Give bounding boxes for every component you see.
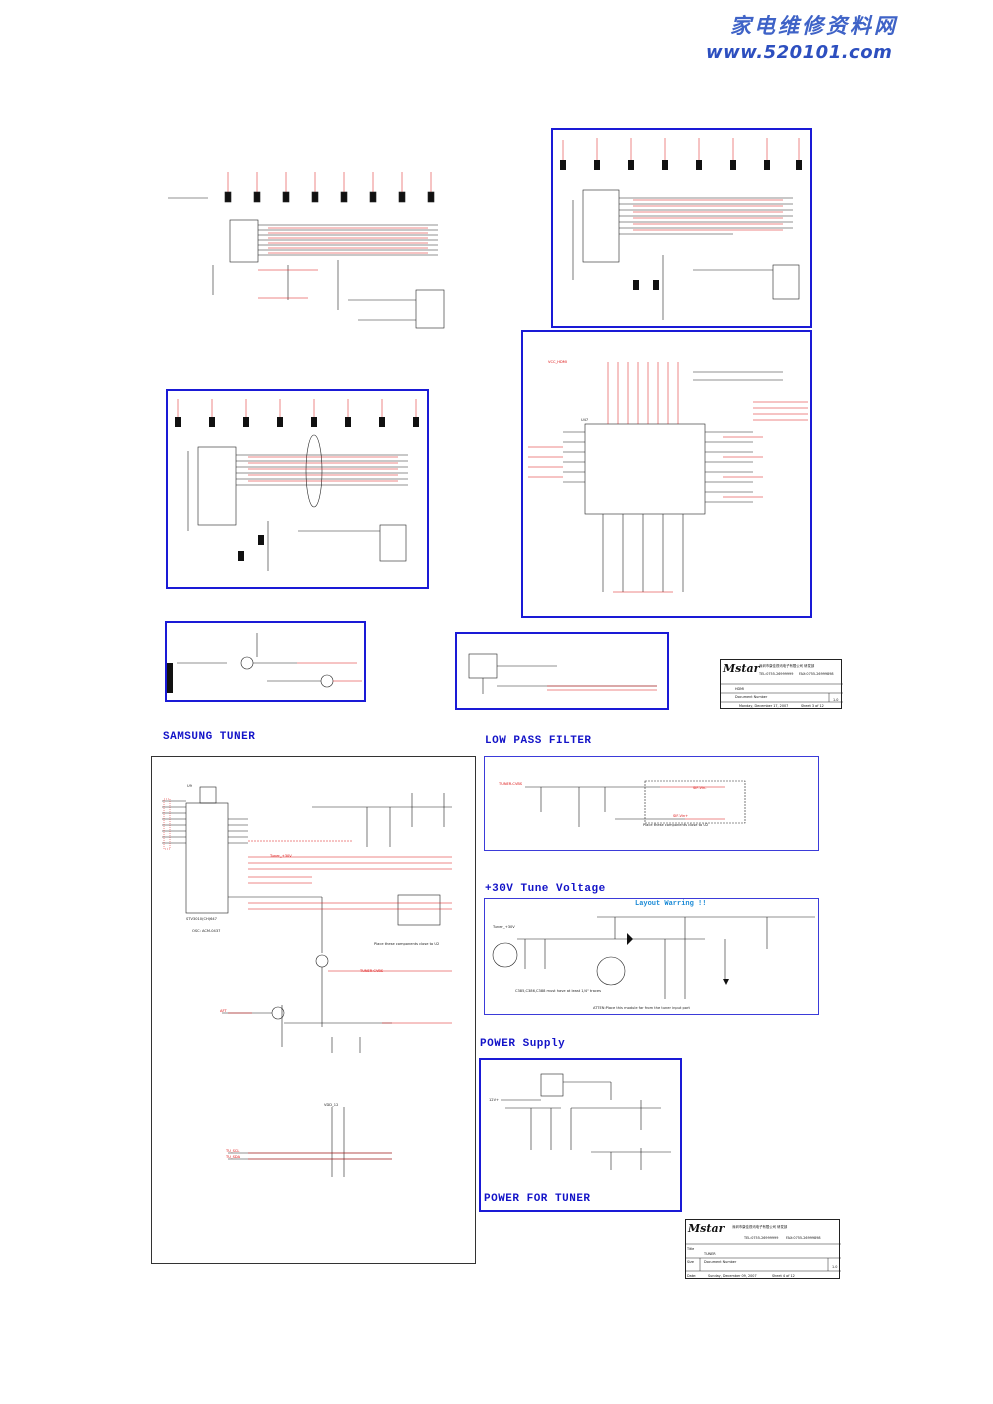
logo-mstar: Mstar bbox=[723, 662, 760, 675]
low-pass-filter-frame: TUNER-CVBS SIF-Vin- SIF-Vin+ Place these… bbox=[484, 756, 819, 851]
esd-diode bbox=[398, 191, 406, 203]
title-block-sheet: Sheet 3 of 12 bbox=[801, 704, 824, 708]
label-vcc-hdmi: VCC_HDMI bbox=[548, 360, 567, 364]
title-block-2-fax: FAX:0755-26999898 bbox=[786, 1236, 821, 1240]
label-tuner-cvbs: TUNER-CVBS bbox=[499, 782, 523, 786]
title-block-2-doc-label: Document Number bbox=[704, 1260, 737, 1264]
hdmi-connector-b-frame bbox=[551, 128, 812, 328]
label-tuner-part: STV3010(CH)647 bbox=[186, 917, 217, 921]
label-aft: AFT bbox=[220, 1009, 227, 1013]
hotplug-circuit-frame bbox=[165, 621, 366, 702]
title-block-2-rev: 1.0 bbox=[832, 1265, 838, 1269]
title-block-fax: FAX:0755-26999898 bbox=[799, 672, 834, 676]
esd-diode bbox=[340, 191, 348, 203]
samsung-tuner-frame: U9 STV3010(CH)647 OSC: ACM-0437 Tuner_+3… bbox=[151, 756, 476, 1264]
logo-mstar-2: Mstar bbox=[688, 1222, 725, 1235]
esd-diode bbox=[224, 191, 232, 203]
heading-tune-voltage: +30V Tune Voltage bbox=[485, 883, 606, 895]
heading-low-pass-filter: LOW PASS FILTER bbox=[485, 735, 592, 747]
label-tuner-30v-in: Tuner_+30V bbox=[493, 925, 515, 929]
label-tu-sda: TU_SDA bbox=[226, 1155, 241, 1159]
title-block-hdmi: Mstar 深圳市康佳视讯电子有限公司 研发部 TEL:0755-2699999… bbox=[720, 659, 843, 709]
hdmi-receiver-ic-frame: U47 VCC_HDMI bbox=[521, 330, 812, 618]
layout-warning: Layout Warring !! bbox=[635, 900, 707, 908]
title-block-doc-label: Document Number bbox=[735, 695, 768, 699]
note-place-far-tuner: ATTEN:Place this module far from the tun… bbox=[593, 1006, 690, 1010]
title-block-date: Monday, December 17, 2007 bbox=[739, 704, 789, 708]
title-block-tuner: Mstar 深圳市康佳视讯电子有限公司 研发部 TEL:0755-2699999… bbox=[685, 1219, 841, 1279]
label-u9: U9 bbox=[187, 784, 192, 788]
watermark-chinese: 家电维修资料网 bbox=[730, 13, 898, 38]
tune-voltage-frame: Layout Warring !! Tuner_+30V C385,C386,C… bbox=[484, 898, 819, 1015]
esd-diode bbox=[253, 191, 261, 203]
title-block-2-company: 深圳市康佳视讯电子有限公司 研发部 bbox=[732, 1225, 788, 1229]
esd-diode bbox=[311, 191, 319, 203]
regulator-circuit-frame bbox=[455, 632, 669, 710]
heading-power-supply: POWER Supply bbox=[480, 1038, 566, 1050]
title-block-2-title: TUNER bbox=[704, 1252, 716, 1256]
note-place-close-tuner: Place these components close to U2 bbox=[643, 823, 709, 827]
label-sif-vin-minus: SIF-Vin- bbox=[693, 786, 707, 790]
title-block-2-date-label: Date: bbox=[687, 1274, 697, 1278]
title-block-2-sheet: Sheet 4 of 12 bbox=[772, 1274, 795, 1278]
note-place-close-u2: Place these components close to U2 bbox=[374, 942, 440, 946]
power-supply-frame: 12V+ bbox=[479, 1058, 682, 1212]
label-osc: OSC: ACM-0437 bbox=[192, 929, 221, 933]
esd-diode bbox=[427, 191, 435, 203]
watermark-url: www.520101.com bbox=[706, 42, 893, 63]
esd-diode bbox=[369, 191, 377, 203]
esd-diode bbox=[282, 191, 290, 203]
label-vdd12: VDD_12 bbox=[324, 1103, 339, 1107]
title-block-tel: TEL:0755-26999999 bbox=[759, 672, 794, 676]
label-12v: 12V+ bbox=[489, 1098, 500, 1102]
heading-power-for-tuner: POWER FOR TUNER bbox=[484, 1193, 591, 1205]
label-u47: U47 bbox=[581, 418, 589, 422]
title-block-title: HDMI bbox=[735, 687, 745, 691]
label-sif-vin-plus: SIF-Vin+ bbox=[673, 814, 689, 818]
label-tu-scl: TU_SCL bbox=[226, 1149, 240, 1153]
title-block-2-date: Sunday, December 09, 2007 bbox=[708, 1274, 757, 1278]
title-block-company: 深圳市康佳视讯电子有限公司 研发部 bbox=[759, 664, 815, 668]
title-block-2-size-label: Size bbox=[687, 1260, 694, 1264]
label-tuner-30v: Tuner_+30V bbox=[270, 854, 292, 858]
hdmi-connector-c-frame bbox=[166, 389, 429, 589]
heading-samsung-tuner: SAMSUNG TUNER bbox=[163, 731, 256, 743]
note-c383: C385,C386,C388 must have at least 1/4" t… bbox=[515, 989, 602, 993]
title-block-2-tel: TEL:0755-26999999 bbox=[744, 1236, 779, 1240]
title-block-2-title-label: Title bbox=[687, 1247, 695, 1251]
hdmi-connector-schematic-a bbox=[148, 170, 468, 350]
title-block-rev: 1.0 bbox=[833, 698, 839, 702]
